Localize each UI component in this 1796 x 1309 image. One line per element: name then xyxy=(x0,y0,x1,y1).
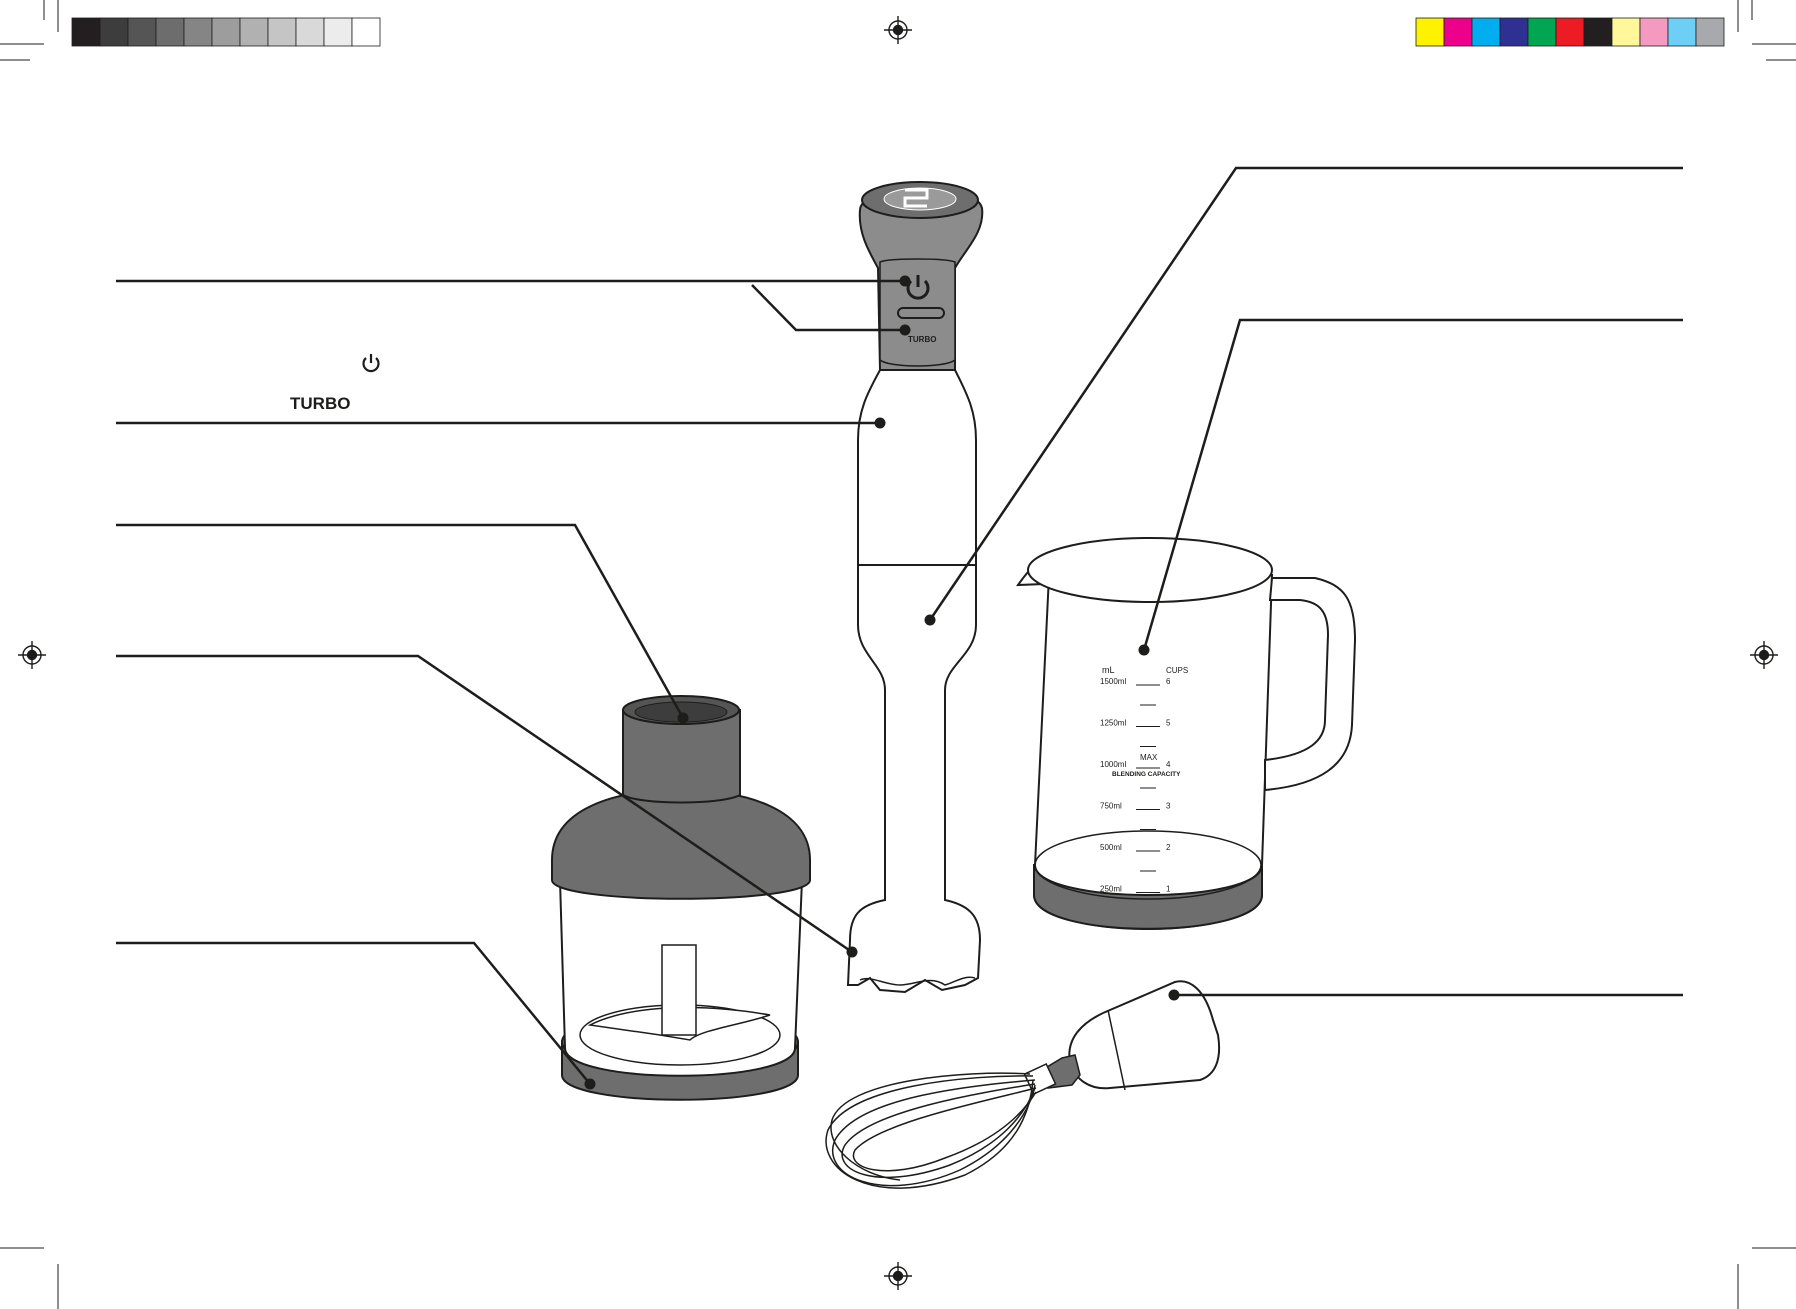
grey-swatch xyxy=(323,17,353,47)
whisk-coupler xyxy=(1068,980,1220,1090)
jug-scale-ml-label: 1000ml xyxy=(1100,760,1126,769)
process-swatch xyxy=(1695,17,1725,47)
callout-lines xyxy=(116,166,1683,1085)
callout-line-shaft xyxy=(928,166,1683,621)
jug-scale-ml-label: 1500ml xyxy=(1100,677,1126,686)
power-button-icon[interactable] xyxy=(906,275,930,300)
jug-body xyxy=(1016,553,1274,896)
callout-line-jug xyxy=(1142,318,1683,651)
callout-line-chopper-base xyxy=(116,941,591,1085)
jug-scale-cup-label: 1 xyxy=(1166,885,1171,894)
callout-dot-blade xyxy=(846,946,858,958)
grey-swatch xyxy=(267,17,297,47)
jug-scale-cup-label: 6 xyxy=(1166,677,1171,686)
process-swatch xyxy=(1443,17,1473,47)
registration-mark-top xyxy=(884,16,912,44)
callout-dot-shaft xyxy=(924,614,936,626)
jug-handle xyxy=(1264,577,1357,792)
grey-swatch xyxy=(351,17,381,47)
callout-dot-turbo xyxy=(899,324,911,336)
process-swatch xyxy=(1555,17,1585,47)
callout-dot-jug xyxy=(1138,644,1150,656)
jug-scale-ml-label: 750ml xyxy=(1100,802,1122,811)
callout-dot-motor xyxy=(874,417,886,429)
jug-scale-cup-label: 3 xyxy=(1166,802,1171,811)
process-swatch xyxy=(1471,17,1501,47)
process-swatch xyxy=(1667,17,1697,47)
grey-swatch xyxy=(71,17,101,47)
process-color-bar xyxy=(1415,17,1725,47)
jug-scale-ml-label: 1250ml xyxy=(1100,719,1126,728)
whisk-wires xyxy=(825,1072,1037,1189)
turbo-button[interactable] xyxy=(897,307,945,319)
process-swatch xyxy=(1499,17,1529,47)
process-swatch xyxy=(1583,17,1613,47)
process-swatch xyxy=(1611,17,1641,47)
chopper-lid xyxy=(551,788,811,900)
jug-scale-cup-label: 4 xyxy=(1166,760,1171,769)
callout-line-chopper-lid xyxy=(116,523,685,719)
callout-line-blade xyxy=(116,654,853,954)
jug-unit-right: CUPS xyxy=(1166,666,1188,675)
grey-swatch xyxy=(239,17,269,47)
chopper-attachment xyxy=(551,695,811,1101)
turbo-button-label: TURBO xyxy=(908,335,936,344)
power-symbol-icon xyxy=(362,354,380,373)
grey-swatch xyxy=(295,17,325,47)
callout-dot-chopper-base xyxy=(584,1078,596,1090)
hand-blender: TURBO xyxy=(846,181,984,994)
registration-mark-bottom xyxy=(884,1262,912,1290)
grey-swatch xyxy=(155,17,185,47)
grey-color-bar xyxy=(71,17,381,47)
jug-scale-cup-label: 5 xyxy=(1166,719,1171,728)
grey-swatch xyxy=(183,17,213,47)
callout-line-turbo xyxy=(751,284,905,332)
motor-housing xyxy=(857,369,977,566)
callout-dot-power xyxy=(899,275,911,287)
jug-max-label: MAX xyxy=(1140,753,1158,762)
jug-capacity-note: BLENDING CAPACITY xyxy=(1112,771,1181,778)
jug-scale: 1500ml 6 1250ml 5 1000ml 4 750ml 3 500ml 2 250ml 1 xyxy=(1100,677,1171,894)
process-swatch xyxy=(1639,17,1669,47)
whisk-attachment xyxy=(825,980,1220,1189)
callout-dot-chopper-lid xyxy=(677,712,689,724)
jug-scale-ml-label: 500ml xyxy=(1100,843,1122,852)
jug-scale-ml-label: 250ml xyxy=(1100,885,1122,894)
blending-shaft xyxy=(846,564,982,994)
callout-dots xyxy=(584,275,1180,1090)
grey-swatch xyxy=(99,17,129,47)
registration-mark-left xyxy=(18,641,46,669)
chopper-lid-neck xyxy=(622,709,741,804)
jug-unit-left: mL xyxy=(1102,665,1115,675)
turbo-text-label: TURBO xyxy=(290,394,351,413)
grey-swatch xyxy=(127,17,157,47)
registration-mark-right xyxy=(1750,641,1778,669)
jug-scale-cup-label: 2 xyxy=(1166,843,1171,852)
callout-dot-whisk xyxy=(1168,989,1180,1001)
process-swatch xyxy=(1527,17,1557,47)
grey-swatch xyxy=(211,17,241,47)
process-swatch xyxy=(1415,17,1445,47)
